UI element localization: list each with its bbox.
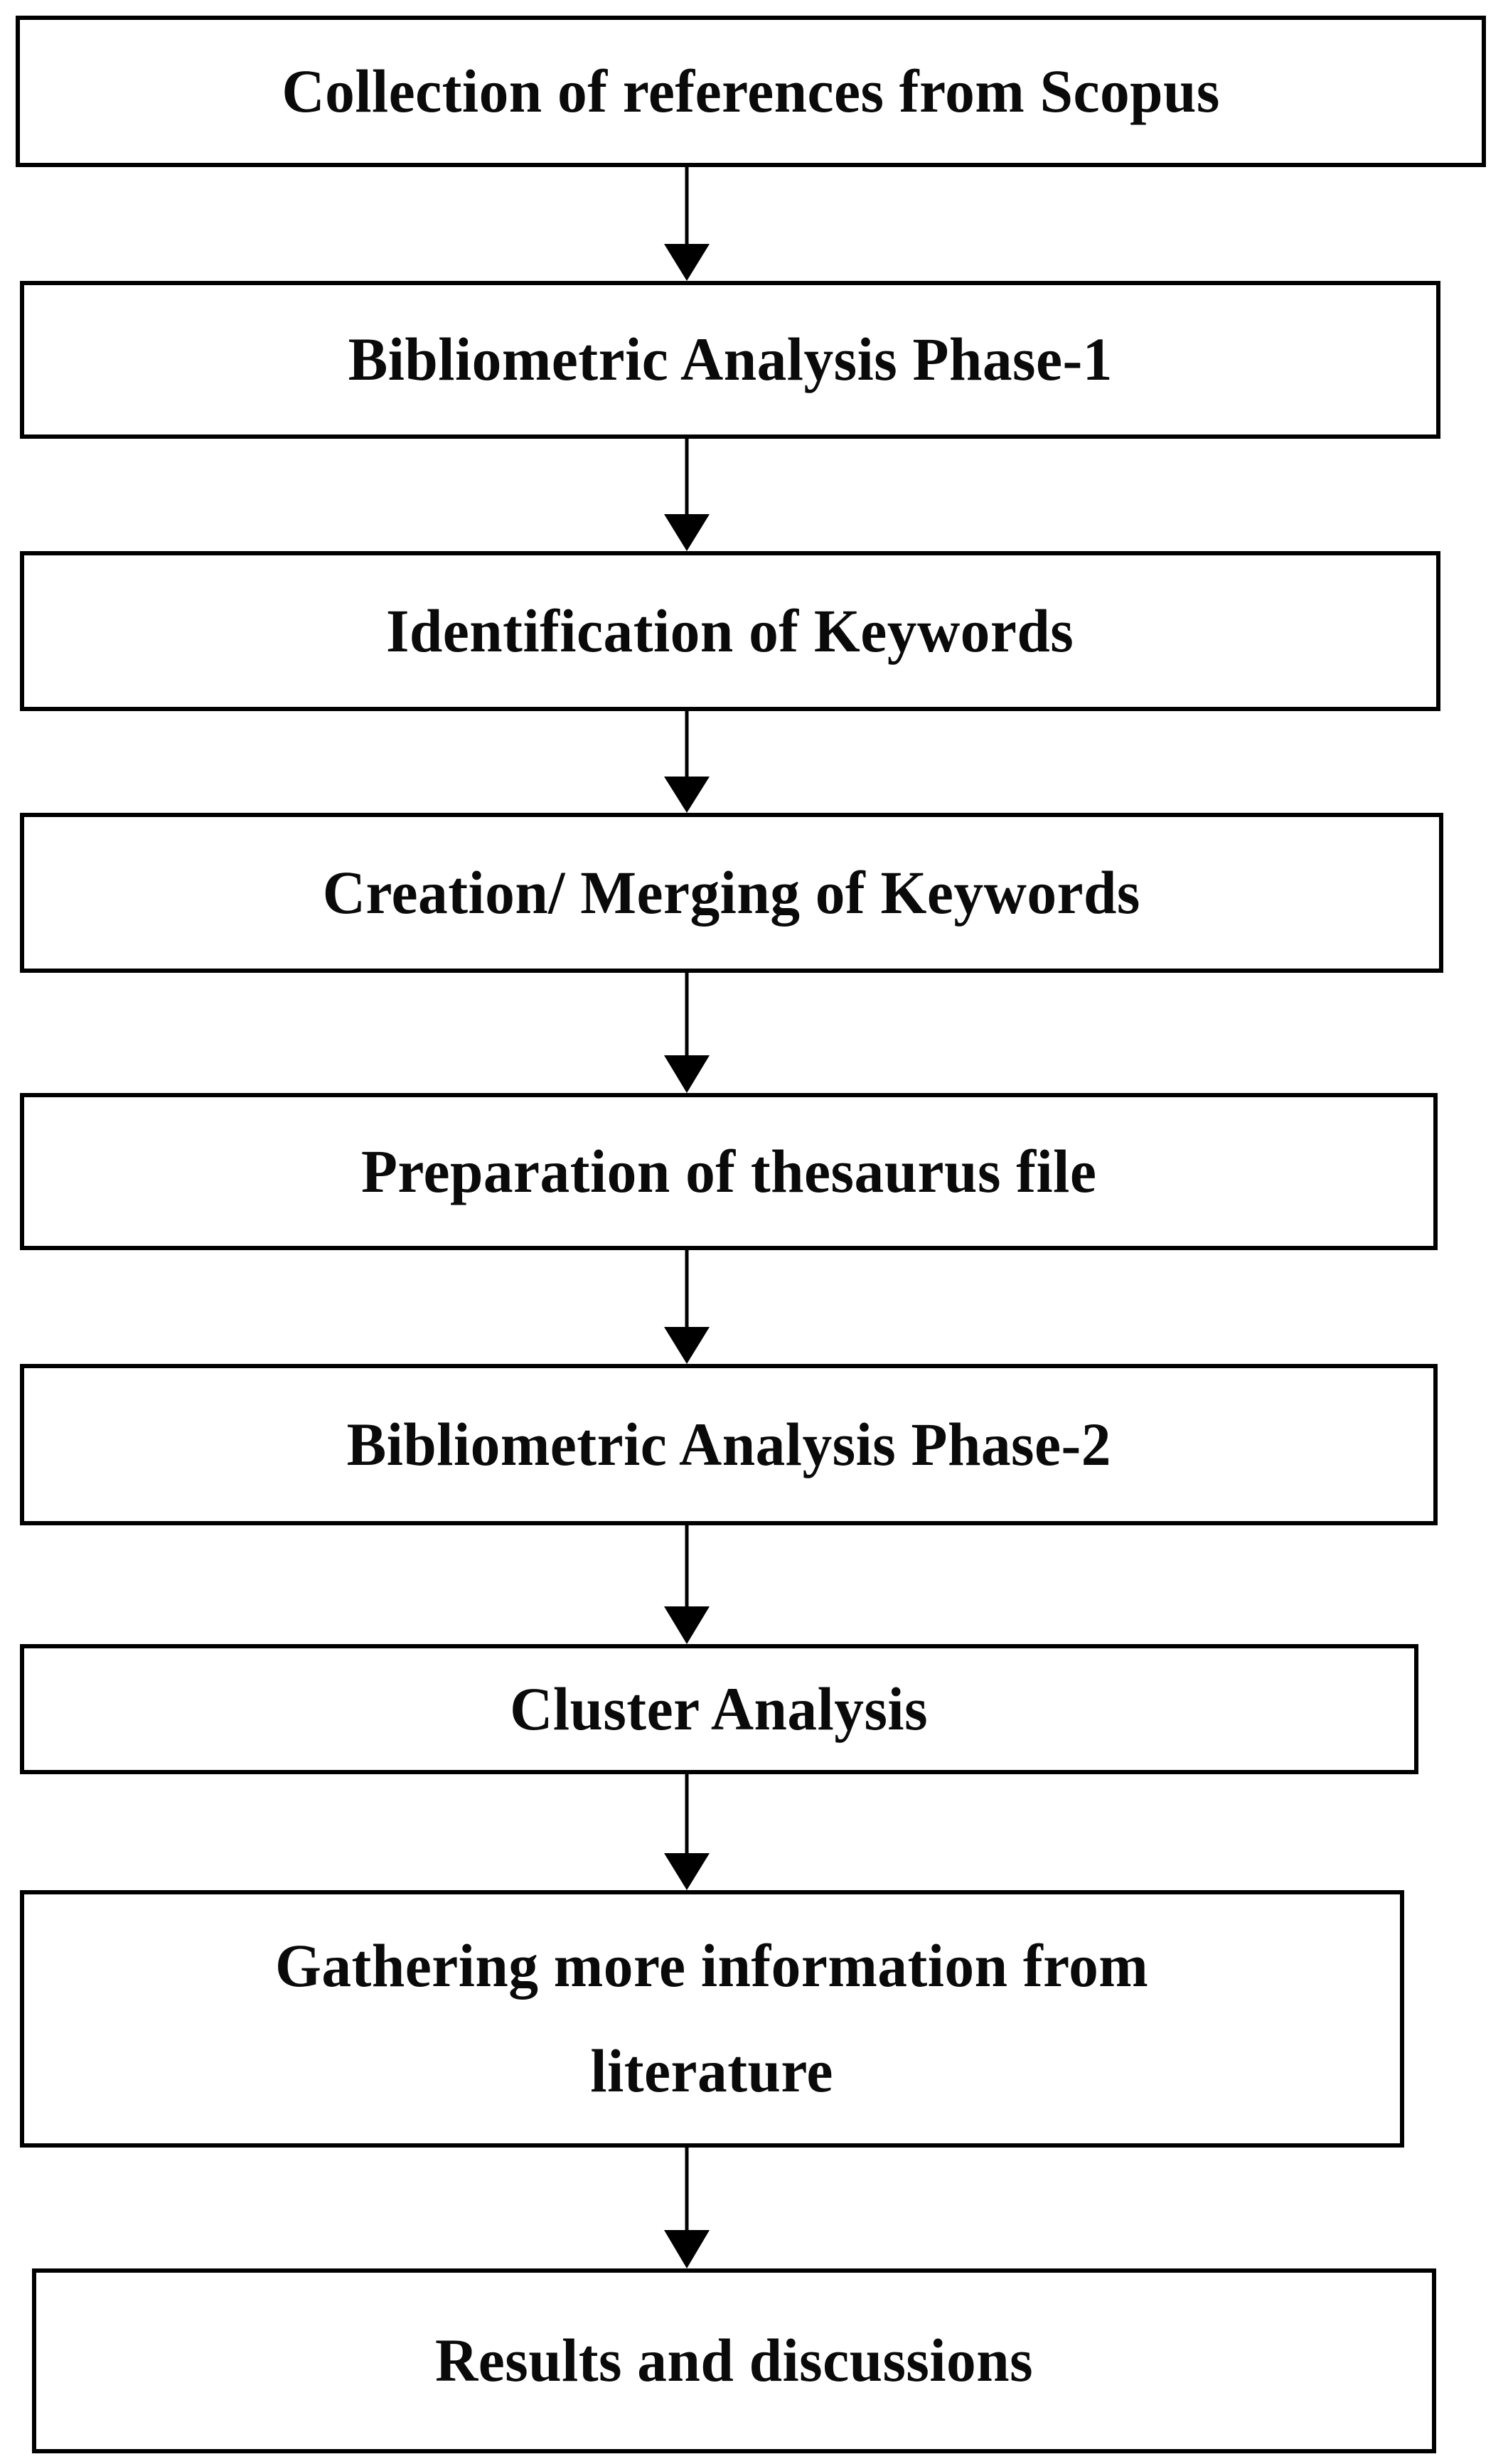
arrow-down-icon — [664, 1774, 710, 1890]
node-label: Results and discussions — [434, 2326, 1034, 2395]
node-label: Collection of references from Scopus — [282, 56, 1220, 125]
arrow-down-icon — [664, 973, 710, 1093]
flowchart-arrow-2 — [644, 439, 729, 551]
arrow-down-icon — [664, 1525, 710, 1644]
flowchart-node-results-and-discussions[interactable]: Results and discussions — [32, 2268, 1436, 2453]
flowchart-arrow-8 — [644, 2148, 729, 2268]
flowchart-node-identification-of-keywords[interactable]: Identification of Keywords — [20, 551, 1440, 711]
flowchart-arrow-7 — [644, 1774, 729, 1890]
flowchart-node-bibliometric-analysis-phase-1[interactable]: Bibliometric Analysis Phase-1 — [20, 281, 1440, 439]
flowchart-arrow-3 — [644, 711, 729, 813]
flowchart-node-gathering-more-information-from-literature[interactable]: Gathering more information from literatu… — [20, 1890, 1404, 2148]
flowchart-arrow-6 — [644, 1525, 729, 1644]
node-label: Identification of Keywords — [386, 596, 1074, 665]
arrow-down-icon — [664, 167, 710, 281]
flowchart-node-preparation-of-thesaurus-file[interactable]: Preparation of thesaurus file — [20, 1093, 1438, 1250]
flowchart-node-cluster-analysis[interactable]: Cluster Analysis — [20, 1644, 1418, 1774]
node-label: Bibliometric Analysis Phase-1 — [348, 325, 1113, 394]
flowchart-arrow-5 — [644, 1250, 729, 1364]
node-label: Creation/ Merging of Keywords — [322, 858, 1141, 927]
node-label: Gathering more information from literatu… — [275, 1931, 1149, 2105]
arrow-down-icon — [664, 439, 710, 551]
flowchart-node-bibliometric-analysis-phase-2[interactable]: Bibliometric Analysis Phase-2 — [20, 1364, 1438, 1525]
arrow-down-icon — [664, 2148, 710, 2268]
node-label: Bibliometric Analysis Phase-2 — [346, 1409, 1111, 1478]
node-label: Preparation of thesaurus file — [360, 1136, 1097, 1205]
flowchart-arrow-4 — [644, 973, 729, 1093]
flowchart-node-collection-of-references-from-scopus[interactable]: Collection of references from Scopus — [16, 16, 1486, 167]
flowchart-node-creation-merging-of-keywords[interactable]: Creation/ Merging of Keywords — [20, 813, 1443, 973]
node-label: Cluster Analysis — [510, 1674, 929, 1743]
arrow-down-icon — [664, 711, 710, 813]
arrow-down-icon — [664, 1250, 710, 1364]
flowchart-arrow-1 — [644, 167, 729, 281]
